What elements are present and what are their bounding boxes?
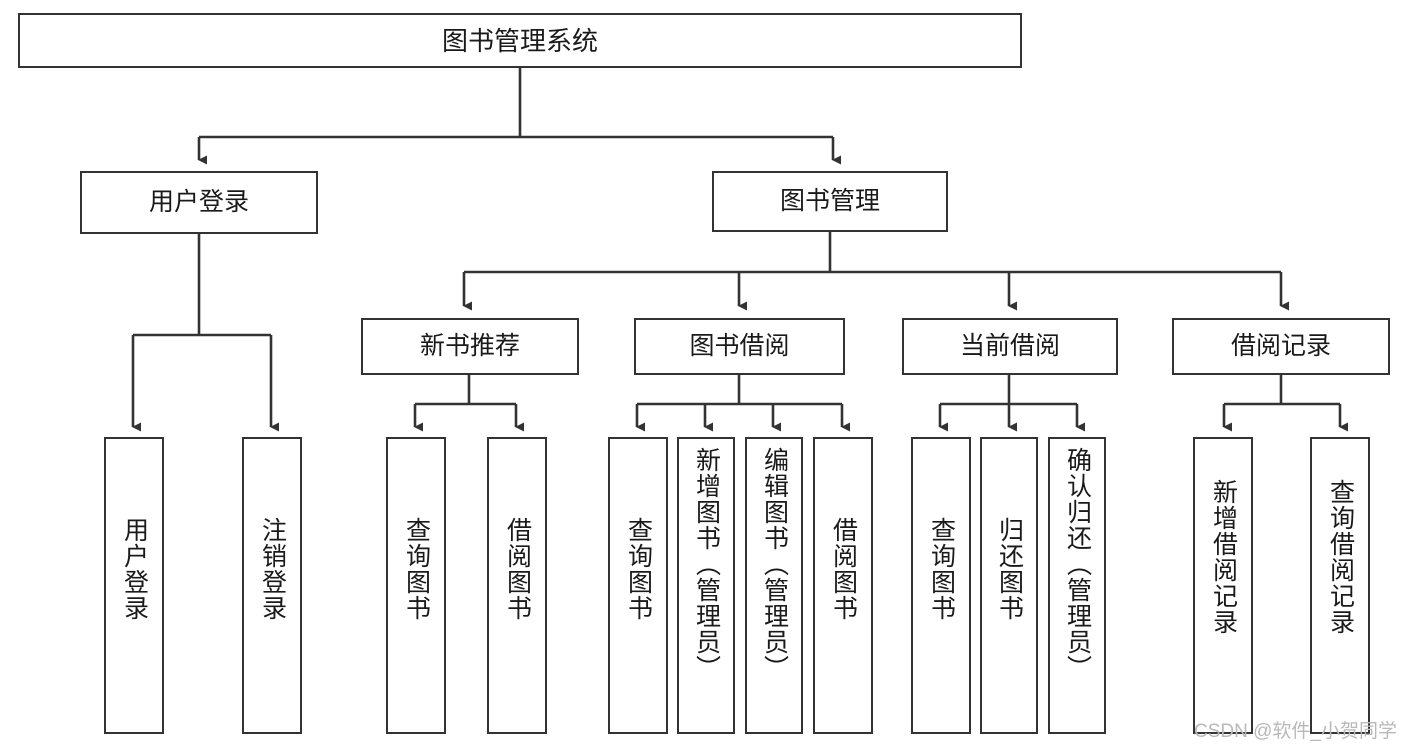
leaf-add-borrow-record[interactable]: 新增借阅记录 bbox=[1193, 437, 1253, 734]
node-label: 新增借阅记录 bbox=[1209, 479, 1238, 635]
node-borrow-record[interactable]: 借阅记录 bbox=[1172, 318, 1390, 375]
node-label: 编辑图书（管理员） bbox=[760, 447, 789, 681]
node-current-borrow[interactable]: 当前借阅 bbox=[902, 318, 1118, 375]
node-new-book-recommend[interactable]: 新书推荐 bbox=[361, 318, 579, 375]
leaf-user-login[interactable]: 用户登录 bbox=[104, 437, 164, 734]
node-user-login[interactable]: 用户登录 bbox=[80, 171, 318, 234]
leaf-edit-book-admin[interactable]: 编辑图书（管理员） bbox=[745, 437, 803, 734]
leaf-logout[interactable]: 注销登录 bbox=[242, 437, 302, 734]
node-label: 当前借阅 bbox=[959, 332, 1060, 360]
node-label: 借阅图书 bbox=[503, 517, 532, 621]
node-label: 新增图书（管理员） bbox=[692, 447, 721, 681]
node-label: 用户登录 bbox=[120, 517, 149, 621]
node-label: 新书推荐 bbox=[419, 332, 520, 360]
node-label: 借阅记录 bbox=[1230, 332, 1331, 360]
node-book-management[interactable]: 图书管理 bbox=[712, 171, 948, 232]
node-label: 查询图书 bbox=[402, 517, 431, 621]
node-label: 注销登录 bbox=[258, 517, 287, 621]
node-book-borrow[interactable]: 图书借阅 bbox=[634, 318, 845, 375]
node-label: 确认归还（管理员） bbox=[1063, 447, 1092, 681]
leaf-query-book-borrow[interactable]: 查询图书 bbox=[608, 437, 668, 734]
leaf-return-book[interactable]: 归还图书 bbox=[980, 437, 1038, 734]
leaf-borrow-book[interactable]: 借阅图书 bbox=[813, 437, 873, 734]
node-label: 查询图书 bbox=[927, 517, 956, 621]
node-label: 借阅图书 bbox=[829, 517, 858, 621]
node-label: 用户登录 bbox=[148, 188, 249, 216]
node-root-system[interactable]: 图书管理系统 bbox=[18, 13, 1022, 68]
leaf-query-book-current[interactable]: 查询图书 bbox=[911, 437, 971, 734]
leaf-query-book-newbook[interactable]: 查询图书 bbox=[386, 437, 446, 734]
leaf-add-book-admin[interactable]: 新增图书（管理员） bbox=[677, 437, 735, 734]
node-label: 图书管理 bbox=[779, 187, 880, 215]
node-label: 归还图书 bbox=[995, 517, 1024, 621]
leaf-confirm-return-admin[interactable]: 确认归还（管理员） bbox=[1048, 437, 1106, 734]
leaf-borrow-book-newbook[interactable]: 借阅图书 bbox=[487, 437, 547, 734]
node-label: 图书管理系统 bbox=[441, 25, 598, 56]
leaf-query-borrow-record[interactable]: 查询借阅记录 bbox=[1310, 437, 1370, 734]
node-label: 查询图书 bbox=[624, 517, 653, 621]
node-label: 查询借阅记录 bbox=[1326, 479, 1355, 635]
node-label: 图书借阅 bbox=[689, 332, 790, 360]
